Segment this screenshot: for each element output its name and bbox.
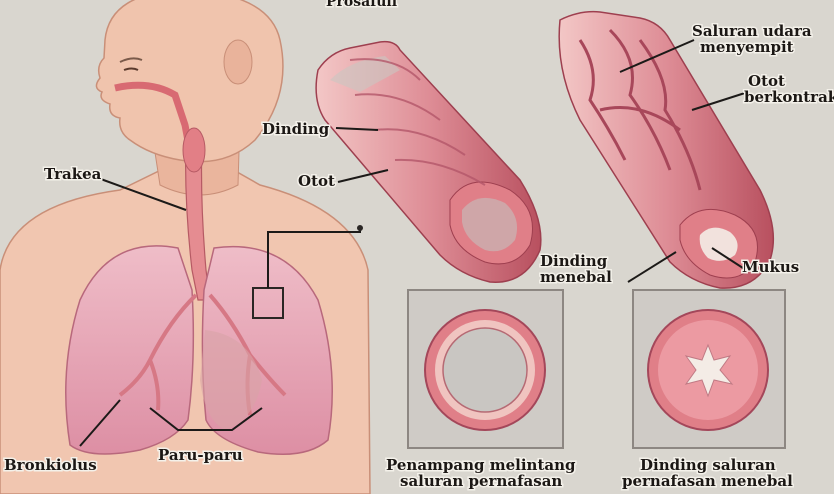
label-bronkiolus: Bronkiolus: [4, 456, 97, 474]
label-dinding-menebal-line2: menebal: [540, 268, 612, 286]
label-trakea: Trakea: [44, 165, 102, 183]
label-otot-kontraksi-line2: berkontraksi: [744, 88, 834, 106]
caption-normal-line2: saluran pernafasan: [400, 472, 562, 490]
larynx: [183, 128, 205, 172]
label-paru-paru: Paru-paru: [158, 446, 243, 464]
label-saluran-line2: menyempit: [700, 38, 794, 56]
label-dinding: Dinding: [262, 120, 330, 138]
ear: [224, 40, 252, 84]
cross-section-asthma: [633, 290, 785, 448]
detail-connector-dot: [357, 225, 363, 231]
label-mukus: Mukus: [742, 258, 799, 276]
normal-lumen: [443, 328, 527, 412]
human-figure: [0, 0, 370, 494]
header-text: Prosafuli: [326, 0, 397, 10]
label-otot: Otot: [298, 172, 335, 190]
leader-dinding-menebal: [628, 252, 676, 282]
caption-asthma-line2: pernafasan menebal: [622, 472, 793, 490]
cross-section-normal: [408, 290, 563, 448]
